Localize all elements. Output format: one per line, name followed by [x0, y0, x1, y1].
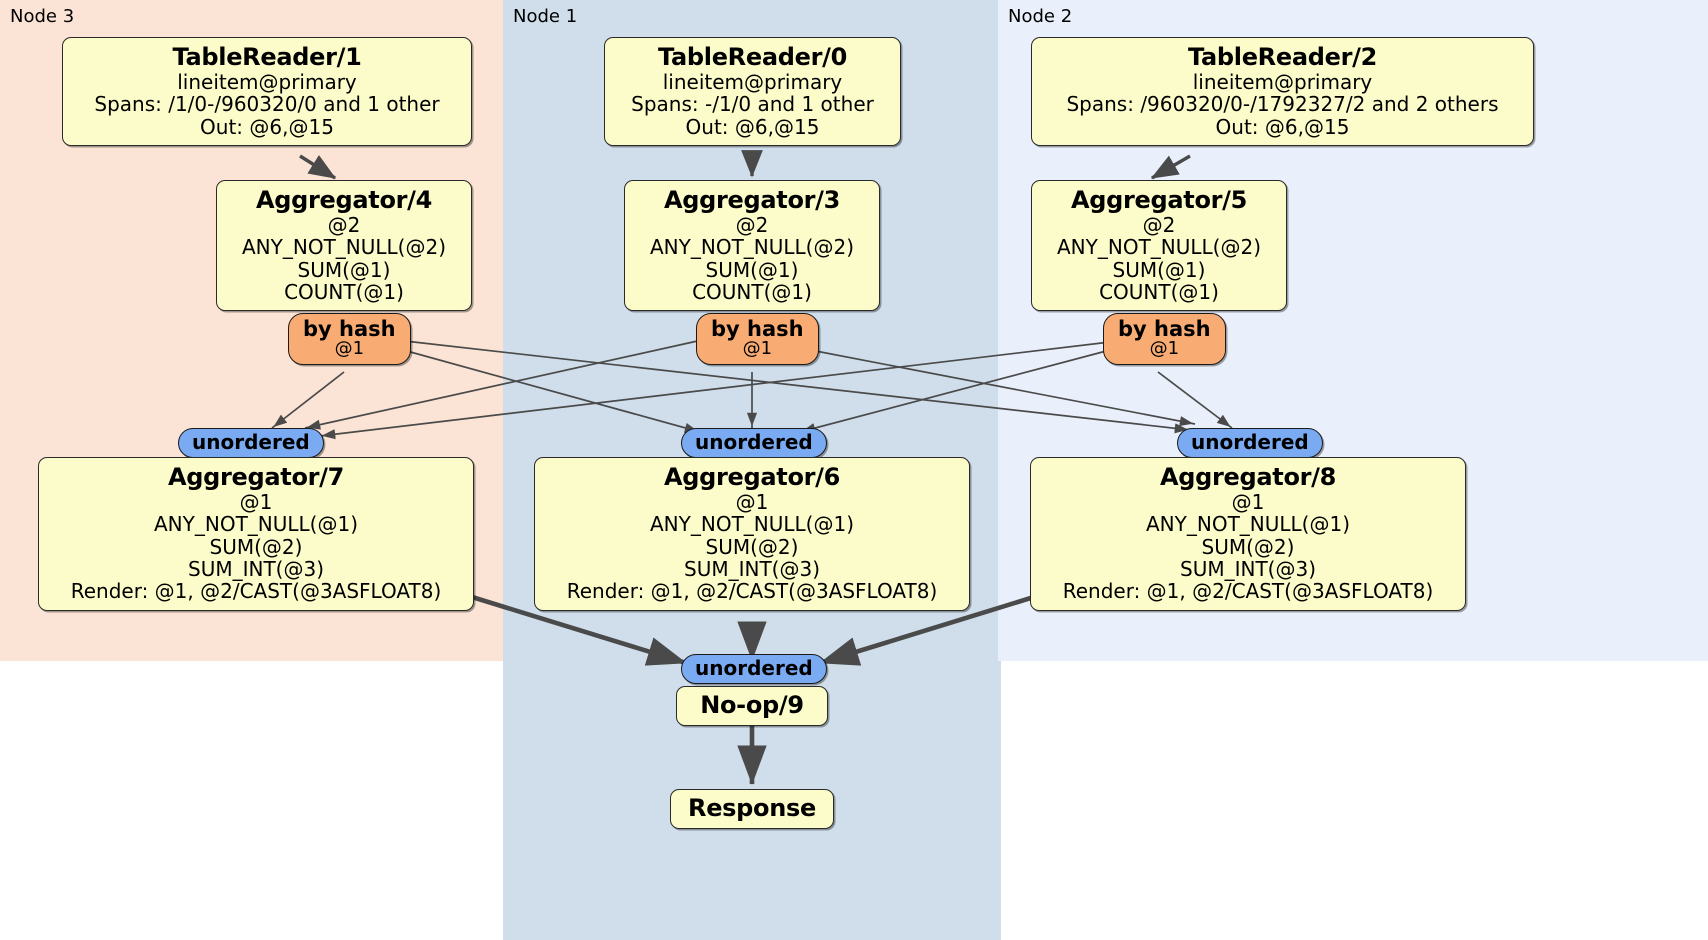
processor-detail: lineitem@primary: [662, 69, 843, 94]
router-by-hash-aggregator-4[interactable]: by hash @1: [288, 313, 411, 365]
processor-detail: SUM(@1): [1112, 257, 1206, 282]
processor-detail: Spans: -/1/0 and 1 other: [631, 92, 874, 117]
processor-detail: ANY_NOT_NULL(@2): [650, 235, 854, 260]
synchronizer-unordered-aggregator-6[interactable]: unordered: [681, 428, 827, 458]
processor-detail: Spans: /1/0-/960320/0 and 1 other: [94, 92, 440, 117]
synchronizer-title: unordered: [695, 430, 813, 454]
node-panel-label-node-1: Node 1: [513, 6, 578, 27]
processor-detail: ANY_NOT_NULL(@2): [1057, 235, 1261, 260]
processor-detail: COUNT(@1): [1099, 280, 1219, 305]
processor-title: Aggregator/8: [1159, 463, 1337, 491]
processor-detail: SUM(@2): [705, 534, 799, 559]
processor-detail: Render: @1, @2/CAST(@3ASFLOAT8): [566, 579, 938, 604]
processor-detail: ANY_NOT_NULL(@1): [154, 512, 358, 537]
processor-aggregator-7[interactable]: Aggregator/7 @1 ANY_NOT_NULL(@1) SUM(@2)…: [38, 457, 474, 611]
processor-title: Aggregator/5: [1070, 186, 1248, 214]
router-title: by hash: [303, 317, 396, 341]
processor-title: TableReader/0: [658, 43, 847, 71]
processor-aggregator-3[interactable]: Aggregator/3 @2 ANY_NOT_NULL(@2) SUM(@1)…: [624, 180, 880, 312]
processor-aggregator-5[interactable]: Aggregator/5 @2 ANY_NOT_NULL(@2) SUM(@1)…: [1031, 180, 1287, 312]
processor-response[interactable]: Response: [670, 789, 834, 829]
processor-detail: SUM_INT(@3): [188, 557, 324, 582]
processor-title: Aggregator/4: [255, 186, 433, 214]
processor-title: Aggregator/3: [663, 186, 841, 214]
processor-detail: @2: [735, 212, 769, 237]
processor-title: Aggregator/7: [167, 463, 345, 491]
processor-detail: lineitem@primary: [1192, 69, 1373, 94]
processor-detail: Out: @6,@15: [685, 114, 820, 139]
processor-detail: @1: [239, 489, 273, 514]
node-panel-label-node-3: Node 3: [10, 6, 75, 27]
processor-detail: ANY_NOT_NULL(@1): [1146, 512, 1350, 537]
router-detail: @1: [334, 338, 365, 360]
processor-aggregator-4[interactable]: Aggregator/4 @2 ANY_NOT_NULL(@2) SUM(@1)…: [216, 180, 472, 312]
node-panel-label-node-2: Node 2: [1008, 6, 1073, 27]
processor-detail: Render: @1, @2/CAST(@3ASFLOAT8): [1062, 579, 1434, 604]
synchronizer-title: unordered: [192, 430, 310, 454]
processor-title: No-op/9: [700, 691, 804, 719]
router-by-hash-aggregator-3[interactable]: by hash @1: [696, 313, 819, 365]
router-detail: @1: [742, 338, 773, 360]
router-detail: @1: [1149, 338, 1180, 360]
processor-detail: @2: [327, 212, 361, 237]
router-title: by hash: [711, 317, 804, 341]
processor-detail: SUM(@1): [297, 257, 391, 282]
synchronizer-title: unordered: [1191, 430, 1309, 454]
processor-detail: SUM(@2): [1201, 534, 1295, 559]
processor-title: Response: [688, 794, 816, 822]
router-by-hash-aggregator-5[interactable]: by hash @1: [1103, 313, 1226, 365]
processor-detail: lineitem@primary: [177, 69, 357, 94]
processor-detail: @1: [1231, 489, 1265, 514]
processor-table-reader-1[interactable]: TableReader/1 lineitem@primary Spans: /1…: [62, 37, 472, 147]
processor-detail: SUM_INT(@3): [1180, 557, 1316, 582]
processor-detail: Spans: /960320/0-/1792327/2 and 2 others: [1066, 92, 1499, 117]
processor-detail: SUM(@2): [209, 534, 303, 559]
processor-detail: COUNT(@1): [692, 280, 812, 305]
processor-detail: Render: @1, @2/CAST(@3ASFLOAT8): [70, 579, 442, 604]
router-title: by hash: [1118, 317, 1211, 341]
processor-detail: @1: [735, 489, 769, 514]
synchronizer-unordered-noop-9[interactable]: unordered: [681, 654, 827, 684]
processor-detail: @2: [1142, 212, 1176, 237]
synchronizer-unordered-aggregator-8[interactable]: unordered: [1177, 428, 1323, 458]
synchronizer-unordered-aggregator-7[interactable]: unordered: [178, 428, 324, 458]
processor-detail: Out: @6,@15: [1215, 114, 1350, 139]
processor-aggregator-8[interactable]: Aggregator/8 @1 ANY_NOT_NULL(@1) SUM(@2)…: [1030, 457, 1466, 611]
processor-detail: SUM(@1): [705, 257, 799, 282]
processor-no-op-9[interactable]: No-op/9: [676, 686, 828, 726]
processor-title: TableReader/2: [1188, 43, 1377, 71]
processor-detail: ANY_NOT_NULL(@1): [650, 512, 854, 537]
synchronizer-title: unordered: [695, 656, 813, 680]
processor-detail: COUNT(@1): [284, 280, 404, 305]
processor-aggregator-6[interactable]: Aggregator/6 @1 ANY_NOT_NULL(@1) SUM(@2)…: [534, 457, 970, 611]
processor-table-reader-0[interactable]: TableReader/0 lineitem@primary Spans: -/…: [604, 37, 901, 147]
processor-detail: Out: @6,@15: [200, 114, 334, 139]
processor-detail: ANY_NOT_NULL(@2): [242, 235, 446, 260]
processor-title: TableReader/1: [172, 43, 362, 71]
processor-title: Aggregator/6: [663, 463, 841, 491]
processor-detail: SUM_INT(@3): [684, 557, 820, 582]
processor-table-reader-2[interactable]: TableReader/2 lineitem@primary Spans: /9…: [1031, 37, 1534, 147]
